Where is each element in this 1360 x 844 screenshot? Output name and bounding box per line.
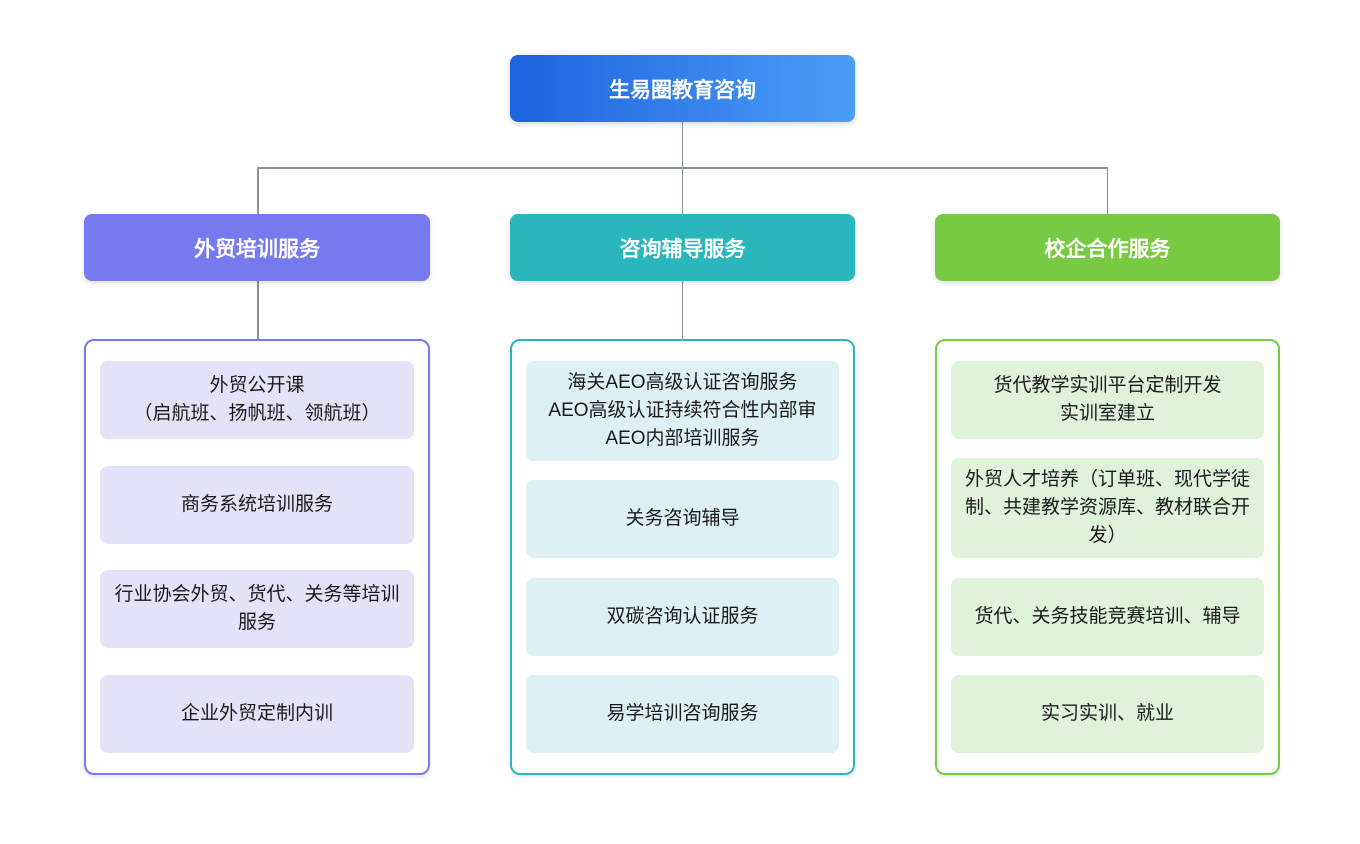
connector-drop-middle [681,167,683,214]
service-item: 货代教学实训平台定制开发 实训室建立 [951,361,1264,439]
service-item: 企业外贸定制内训 [100,674,414,753]
service-item: 实习实训、就业 [951,674,1264,753]
root-node-label: 生易圈教育咨询 [609,78,756,102]
connector-drop-right [1106,167,1108,214]
connector-middle-header-to-container [681,281,683,339]
service-item: 双碳咨询认证服务 [526,577,839,656]
branch-header-label: 外贸培训服务 [194,237,320,261]
branch-column-consulting-coaching: 咨询辅导服务 海关AEO高级认证咨询服务 AEO高级认证持续符合性内部审 AEO… [510,214,855,775]
root-node: 生易圈教育咨询 [510,55,855,122]
service-item: 货代、关务技能竞赛培训、辅导 [951,577,1264,656]
service-item: 关务咨询辅导 [526,480,839,559]
service-item: 易学培训咨询服务 [526,674,839,753]
branch-header-school-enterprise: 校企合作服务 [935,214,1280,281]
branch-container-school-enterprise: 货代教学实训平台定制开发 实训室建立 外贸人才培养（订单班、现代学徒制、共建教学… [935,339,1280,775]
connector-drop-left [257,167,259,214]
connector-left-header-to-container [257,281,259,339]
service-item: 外贸公开课 （启航班、扬帆班、领航班） [100,361,414,439]
service-item: 外贸人才培养（订单班、现代学徒制、共建教学资源库、教材联合开发） [951,458,1264,559]
service-item: 海关AEO高级认证咨询服务 AEO高级认证持续符合性内部审 AEO内部培训服务 [526,361,839,461]
branch-header-trade-training: 外贸培训服务 [84,214,430,281]
branch-container-trade-training: 外贸公开课 （启航班、扬帆班、领航班） 商务系统培训服务 行业协会外贸、货代、关… [84,339,430,775]
branch-column-school-enterprise: 校企合作服务 货代教学实训平台定制开发 实训室建立 外贸人才培养（订单班、现代学… [935,214,1280,775]
service-item: 行业协会外贸、货代、关务等培训服务 [100,570,414,649]
service-item: 商务系统培训服务 [100,465,414,544]
branch-container-consulting-coaching: 海关AEO高级认证咨询服务 AEO高级认证持续符合性内部审 AEO内部培训服务 … [510,339,855,775]
branch-column-trade-training: 外贸培训服务 外贸公开课 （启航班、扬帆班、领航班） 商务系统培训服务 行业协会… [84,214,430,775]
branch-header-label: 咨询辅导服务 [619,237,746,261]
connector-root-stem [681,122,683,168]
branch-header-label: 校企合作服务 [1044,237,1171,261]
branch-header-consulting-coaching: 咨询辅导服务 [510,214,855,281]
